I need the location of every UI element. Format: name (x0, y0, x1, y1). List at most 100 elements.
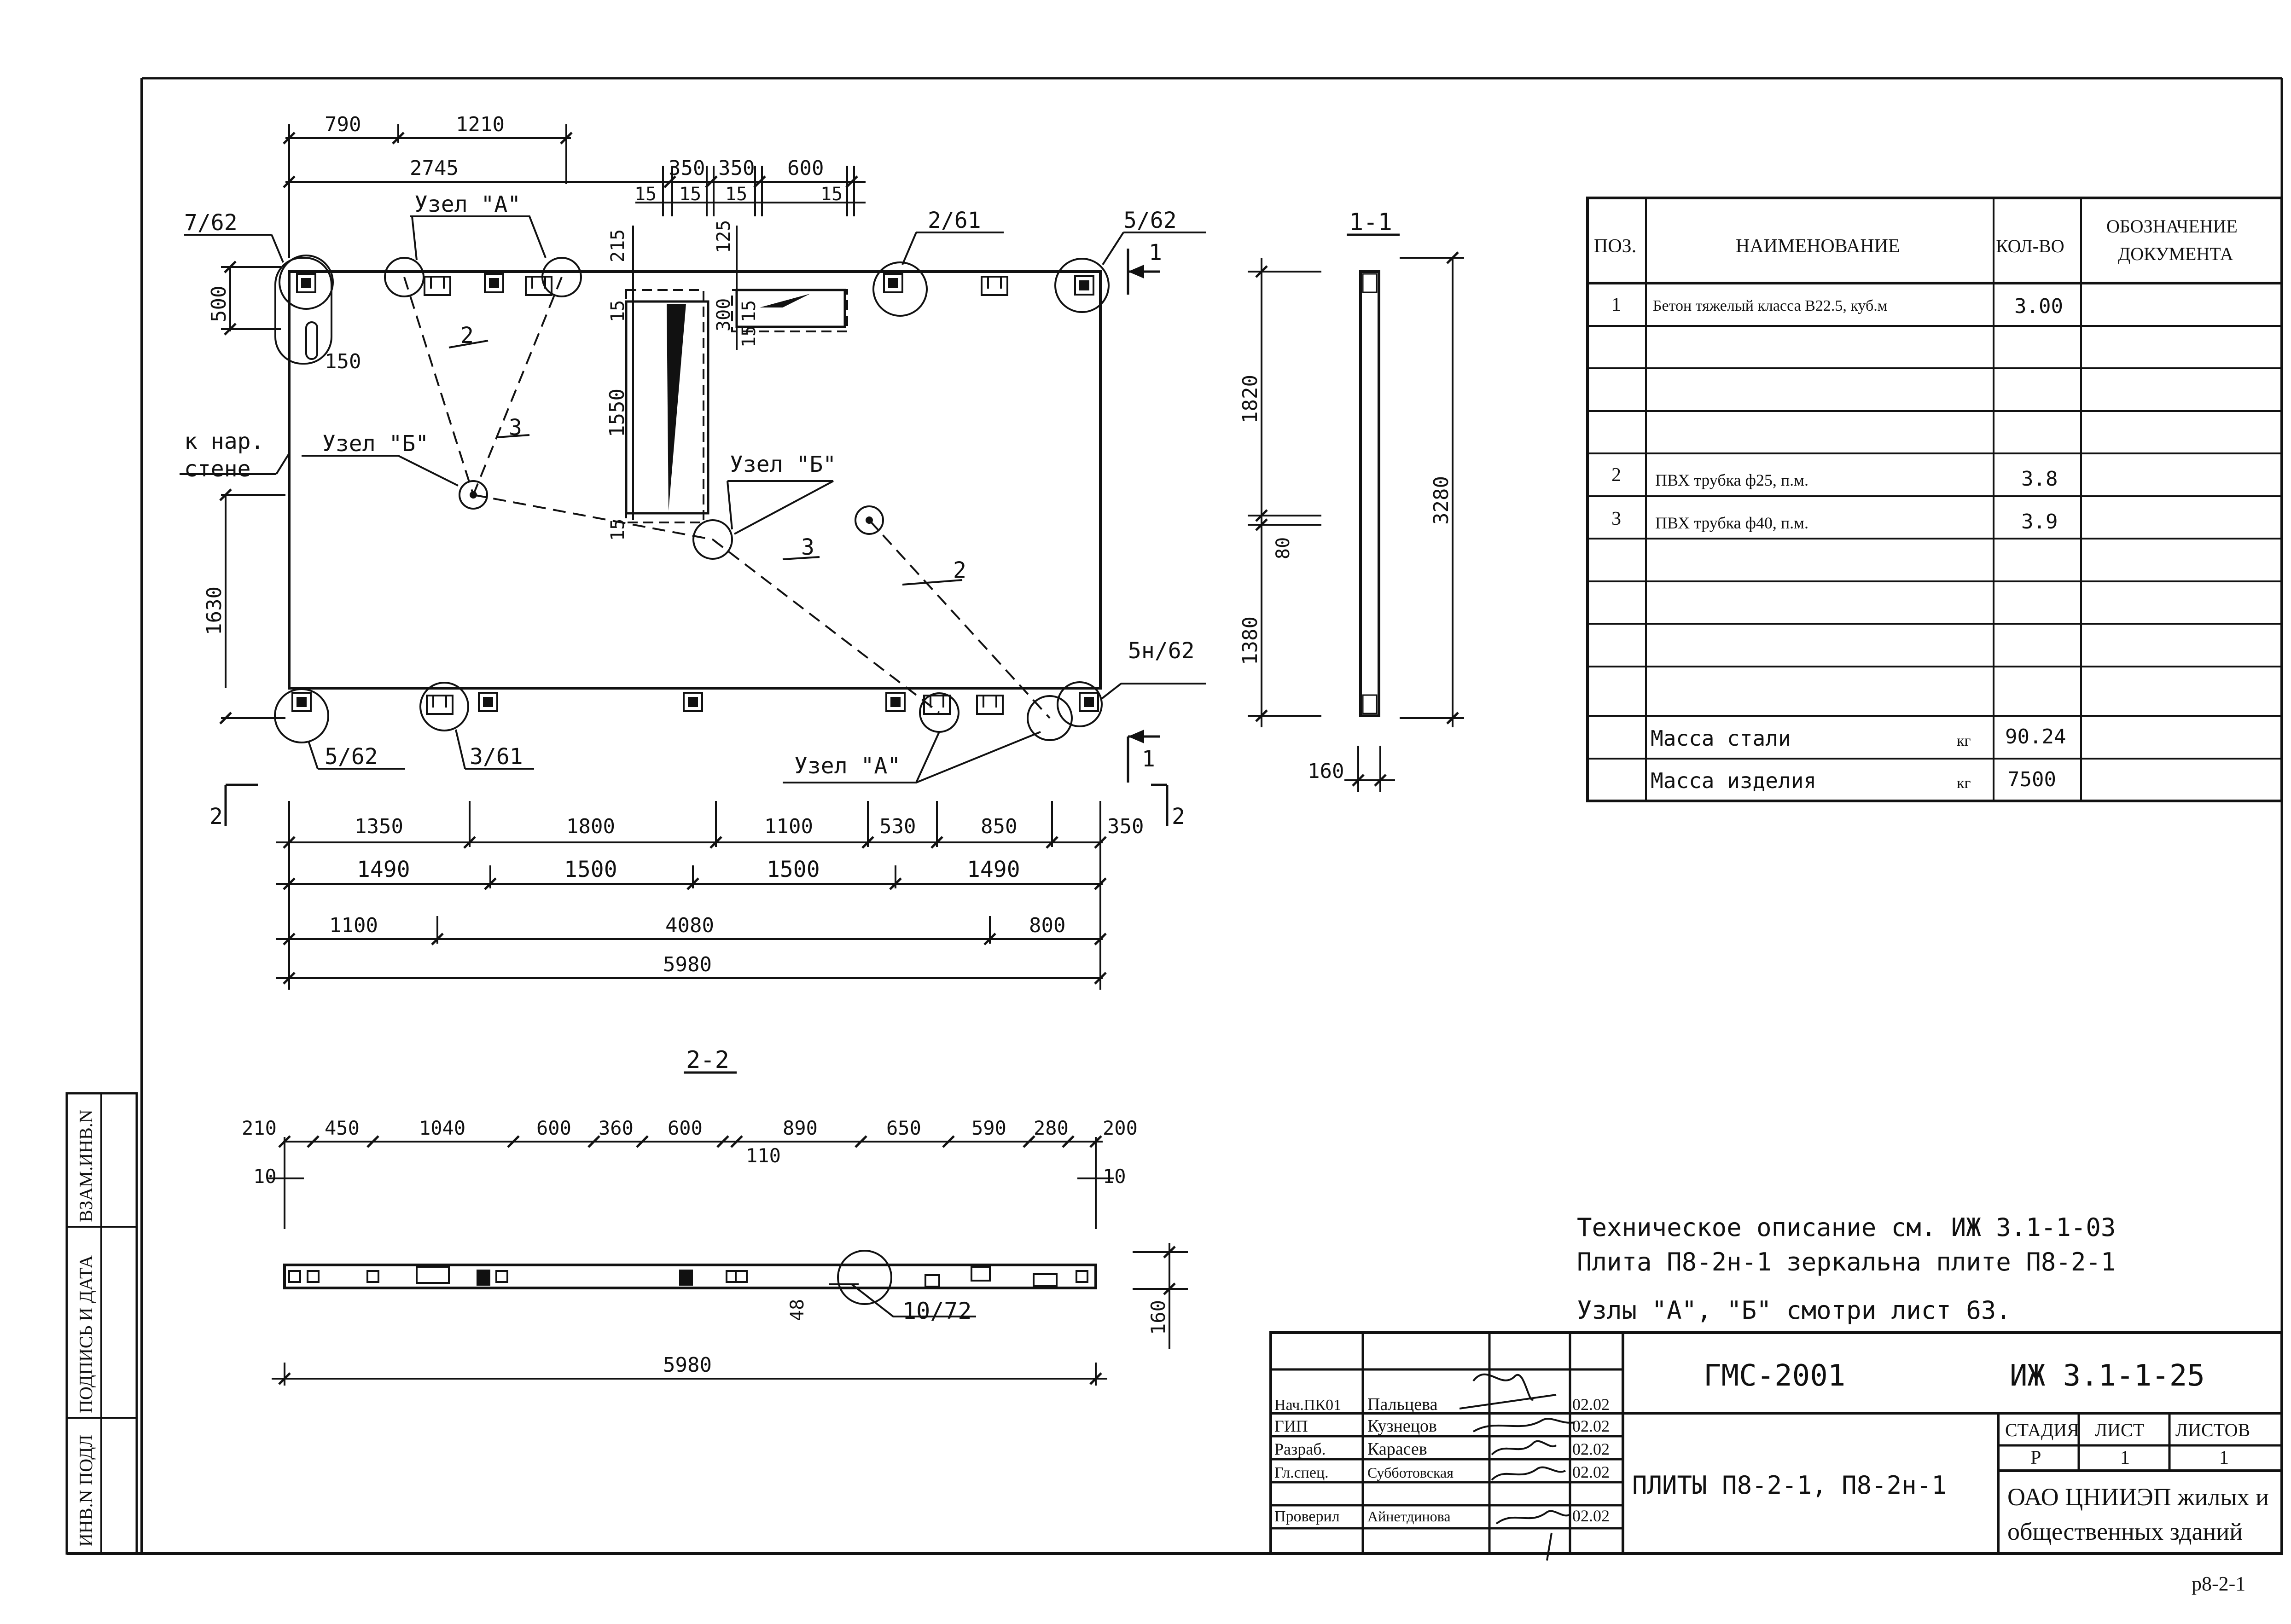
pipe-2-right: 2 (953, 557, 966, 583)
dim-b350: 350 (1107, 815, 1144, 838)
doc-code: ИЖ 3.1-1-25 (2010, 1359, 2205, 1393)
dim-b530: 530 (879, 815, 916, 838)
node-5n-62: 5н/62 (1128, 638, 1195, 664)
dim-s1040: 1040 (419, 1117, 465, 1139)
company-line-1: ОАО ЦНИИЭП жилых и (2007, 1483, 2269, 1511)
uzel-b-left: Узел "Б" (322, 431, 429, 457)
slab-outline (288, 270, 1102, 690)
uzel-b-right: Узел "Б" (730, 452, 836, 477)
dim-s5980: 5980 (663, 1353, 712, 1377)
node-3-61: 3/61 (470, 744, 523, 770)
name-3: Субботовская (1367, 1464, 1454, 1481)
pipe-3-right: 3 (801, 534, 814, 560)
cut-2-right: 2 (1172, 804, 1185, 829)
node-10-72: 10/72 (902, 1298, 972, 1324)
dim-s210: 210 (242, 1117, 277, 1139)
dim-b4080: 4080 (665, 914, 714, 937)
stamp-vzam: ВЗАМ.ИНВ.N (76, 1109, 96, 1222)
name-0: Пальцева (1367, 1395, 1438, 1414)
dim-b5980: 5980 (663, 953, 712, 976)
section-2-2-body (283, 1264, 1097, 1289)
dim-600: 600 (787, 157, 824, 180)
dim-b1800: 1800 (566, 815, 615, 838)
date-2: 02.02 (1572, 1440, 1610, 1458)
dim-125: 125 (713, 220, 734, 253)
section-2-2-label: 2-2 (686, 1046, 729, 1074)
dim-1550: 1550 (605, 389, 629, 437)
notes: Техническое описание см. ИЖ 3.1-1-03 Пли… (1577, 1213, 2116, 1325)
dim-b1490a: 1490 (357, 857, 410, 882)
dim-s10a: 10 (253, 1165, 277, 1188)
dim-15g: 15 (738, 300, 760, 322)
dim-160-11: 160 (1308, 760, 1344, 783)
dim-15e: 15 (607, 300, 628, 322)
dim-s650: 650 (886, 1117, 921, 1139)
spec-row1-pos: 1 (1611, 294, 1621, 315)
dim-350a: 350 (669, 157, 705, 180)
stage-value: Р (2030, 1447, 2041, 1468)
org-code: ГМС-2001 (1704, 1359, 1845, 1393)
dim-1630: 1630 (203, 586, 226, 635)
dim-790: 790 (325, 113, 361, 136)
pipe-3-left: 3 (509, 415, 522, 441)
dim-150: 150 (325, 350, 361, 373)
spec-row1-qty: 3.00 (2014, 295, 2063, 318)
spec-header-doc1: ОБОЗНАЧЕНИЕ (2106, 216, 2238, 237)
dim-s10b: 10 (1103, 1165, 1126, 1188)
spec-row2-pos: 2 (1611, 464, 1621, 486)
to-outer-wall-1: к нар. (184, 429, 264, 454)
note-1: Техническое описание см. ИЖ 3.1-1-03 (1577, 1213, 2116, 1242)
role-1: ГИП (1274, 1417, 1308, 1435)
stamp-signature: ПОДПИСЬ И ДАТА (76, 1255, 96, 1413)
dim-15c: 15 (725, 184, 747, 205)
section-2-2: 2-2 (242, 1046, 1188, 1386)
dim-s110: 110 (746, 1144, 781, 1167)
dim-215: 215 (607, 229, 628, 262)
dim-1380: 1380 (1239, 616, 1262, 665)
spec-header-pos: ПОЗ. (1594, 236, 1636, 257)
sheet-header: ЛИСТ (2095, 1420, 2144, 1440)
date-0: 02.02 (1572, 1395, 1610, 1414)
dim-300: 300 (713, 298, 734, 331)
dim-350b: 350 (718, 157, 755, 180)
cut-2-left: 2 (209, 804, 223, 829)
node-7-62: 7/62 (184, 210, 238, 236)
dim-s600a: 600 (536, 1117, 571, 1139)
dim-s450: 450 (325, 1117, 360, 1139)
company-line-2: общественных зданий (2007, 1518, 2243, 1545)
dim-s890: 890 (783, 1117, 818, 1139)
stamp-inv-podl: ИНВ.N ПОДЛ (76, 1434, 96, 1547)
spec-row2-name: ПВХ трубка ф25, п.м. (1655, 471, 1808, 489)
role-4: Проверил (1274, 1508, 1340, 1525)
dim-15b: 15 (679, 184, 701, 205)
spec-header-qty: КОЛ-ВО (1996, 236, 2064, 256)
dim-b800: 800 (1029, 914, 1065, 937)
dim-2745: 2745 (410, 157, 459, 180)
dim-15a: 15 (634, 184, 657, 205)
dim-80: 80 (1273, 537, 1294, 559)
spec-header-name: НАИМЕНОВАНИЕ (1736, 236, 1900, 257)
dim-15d: 15 (820, 184, 843, 205)
date-1: 02.02 (1572, 1417, 1610, 1435)
dim-b1100: 1100 (764, 815, 813, 838)
margin-stamp: ИНВ.N ПОДЛ ПОДПИСЬ И ДАТА ВЗАМ.ИНВ.N (65, 1092, 138, 1555)
dim-s600b: 600 (668, 1117, 703, 1139)
dim-15h: 15 (738, 325, 760, 348)
dim-s590: 590 (971, 1117, 1006, 1139)
dim-b850: 850 (981, 815, 1017, 838)
role-0: Нач.ПК01 (1274, 1397, 1341, 1414)
dim-b1100c: 1100 (329, 914, 378, 937)
dim-s280: 280 (1034, 1117, 1069, 1139)
node-5-62-bottom: 5/62 (325, 744, 378, 770)
uzel-a-bottom: Узел "А" (794, 753, 901, 779)
mass-item-unit: кг (1957, 775, 1971, 792)
name-4: Айнетдинова (1367, 1508, 1451, 1525)
dim-s360: 360 (599, 1117, 634, 1139)
mass-item-label: Масса изделия (1651, 768, 1816, 793)
uzel-a-top: Узел "А" (414, 191, 521, 217)
dim-s200: 200 (1103, 1117, 1138, 1139)
mass-steel-value: 90.24 (2005, 725, 2066, 748)
note-3: Узлы "А", "Б" смотри лист 63. (1577, 1296, 2011, 1325)
drawing-title: ПЛИТЫ П8-2-1, П8-2н-1 (1632, 1471, 1947, 1500)
title-block: ГМС-2001 ИЖ 3.1-1-25 ПЛИТЫ П8-2-1, П8-2н… (1269, 1331, 2283, 1561)
